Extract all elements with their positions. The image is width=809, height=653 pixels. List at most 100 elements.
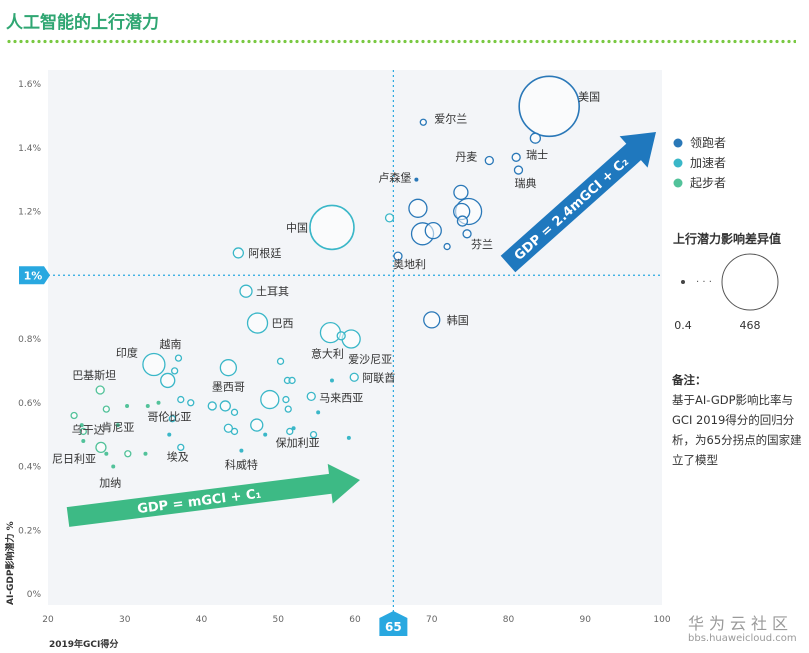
y-tick-label: 0% [27, 590, 42, 600]
point-label: 越南 [159, 337, 181, 351]
size-legend-max-label: 468 [740, 319, 761, 332]
legend-swatch [673, 178, 683, 188]
x-tick-label: 50 [273, 615, 285, 625]
x-tick-label: 30 [119, 615, 131, 625]
data-point [341, 329, 361, 349]
watermark-sub: bbs.huaweicloud.com [688, 633, 797, 644]
data-point [95, 385, 105, 395]
data-point [443, 242, 451, 251]
threshold-markers: 1% 65 [19, 266, 408, 636]
data-point [286, 427, 294, 436]
y-tick-label: 0.6% [18, 399, 41, 409]
point-label: 埃及 [167, 449, 189, 463]
data-point [111, 464, 116, 469]
data-point [124, 450, 132, 458]
point-label: 保加利亚 [276, 435, 320, 449]
data-point [306, 391, 316, 402]
point-label: 阿联酋 [362, 370, 395, 384]
x-tick-label: 20 [42, 615, 54, 625]
point-label: 巴西 [272, 317, 294, 330]
data-point [453, 184, 469, 201]
legend-label: 加速者 [690, 156, 726, 170]
x-axis-title: 2019年GCI得分 [49, 638, 118, 650]
data-point [414, 177, 419, 182]
data-point [349, 372, 359, 382]
point-label: 韩国 [447, 313, 469, 327]
note-box: 备注： 基于AI-GDP影响比率与GCI 2019得分的回归分析，为65分拐点的… [672, 370, 802, 470]
data-point [250, 418, 264, 432]
watermark-main: 华为云社区 [688, 614, 794, 633]
data-point [309, 430, 318, 439]
point-label: 土耳其 [256, 285, 289, 298]
data-point [167, 432, 172, 437]
point-label: 马来西亚 [319, 391, 363, 404]
data-point [291, 426, 296, 431]
point-label: 爱尔兰 [434, 112, 467, 125]
data-point [309, 204, 355, 251]
x-tick-label: 100 [653, 615, 670, 625]
data-point [232, 247, 244, 259]
data-point [329, 378, 334, 383]
y-threshold-label: 1% [24, 269, 43, 282]
data-point [518, 75, 580, 138]
data-point [95, 441, 107, 454]
x-tick-label: 70 [426, 615, 438, 625]
data-point [319, 321, 342, 344]
point-label: 瑞士 [526, 147, 548, 161]
y-axis-title: AI-GDP影响潜力 % [4, 521, 16, 605]
x-threshold-label: 65 [385, 620, 402, 634]
data-point [145, 403, 150, 408]
data-point [170, 367, 179, 375]
data-point [174, 354, 183, 362]
data-point [168, 415, 176, 423]
x-threshold-marker [379, 611, 408, 636]
y-tick-label: 0.4% [18, 463, 41, 473]
data-point [529, 132, 542, 144]
point-label: 印度 [116, 346, 138, 360]
data-point [187, 399, 195, 407]
data-point [384, 213, 395, 223]
y-tick-label: 0.2% [18, 526, 41, 536]
point-label: 科威特 [225, 458, 258, 472]
point-label: 丹麦 [455, 151, 477, 164]
data-point [316, 410, 321, 415]
data-point [456, 215, 469, 227]
data-point [79, 427, 87, 436]
point-label: 阿根廷 [248, 246, 281, 260]
x-tick-label: 60 [349, 615, 361, 625]
data-point [143, 451, 148, 456]
point-label: 意大利 [311, 347, 344, 361]
point-label: 奥地利 [393, 257, 426, 271]
green-arrow-shape [66, 463, 361, 527]
size-legend-min-label: 0.4 [674, 319, 692, 332]
legend-swatch [673, 138, 683, 148]
legend-label: 领跑者 [690, 136, 726, 150]
data-point [511, 152, 521, 162]
note-text: 基于AI-GDP影响比率与GCI 2019得分的回归分析，为65分拐点的国家建立… [672, 393, 802, 467]
note-title: 备注： [672, 373, 707, 387]
data-point [219, 359, 238, 377]
data-point [462, 229, 472, 239]
point-label: 爱沙尼亚 [348, 353, 392, 366]
data-point [336, 331, 346, 341]
data-point [160, 372, 176, 389]
data-point [104, 451, 109, 456]
data-point [284, 405, 292, 413]
data-point [239, 284, 253, 298]
data-point [81, 439, 86, 443]
point-label: 尼日利亚 [52, 452, 96, 465]
point-label: 美国 [578, 90, 600, 103]
point-label: 芬兰 [471, 238, 493, 251]
size-legend-ellipsis: · · · [696, 277, 712, 288]
data-point [177, 443, 185, 452]
y-axis-ticks: 0%0.2%0.4%0.6%0.8%1%1.2%1.4%1.6% [18, 80, 41, 600]
data-point [156, 400, 161, 405]
data-point [424, 221, 442, 240]
data-point [125, 403, 130, 408]
data-point [79, 423, 84, 428]
legend-swatch [673, 158, 683, 168]
data-point [484, 155, 494, 166]
